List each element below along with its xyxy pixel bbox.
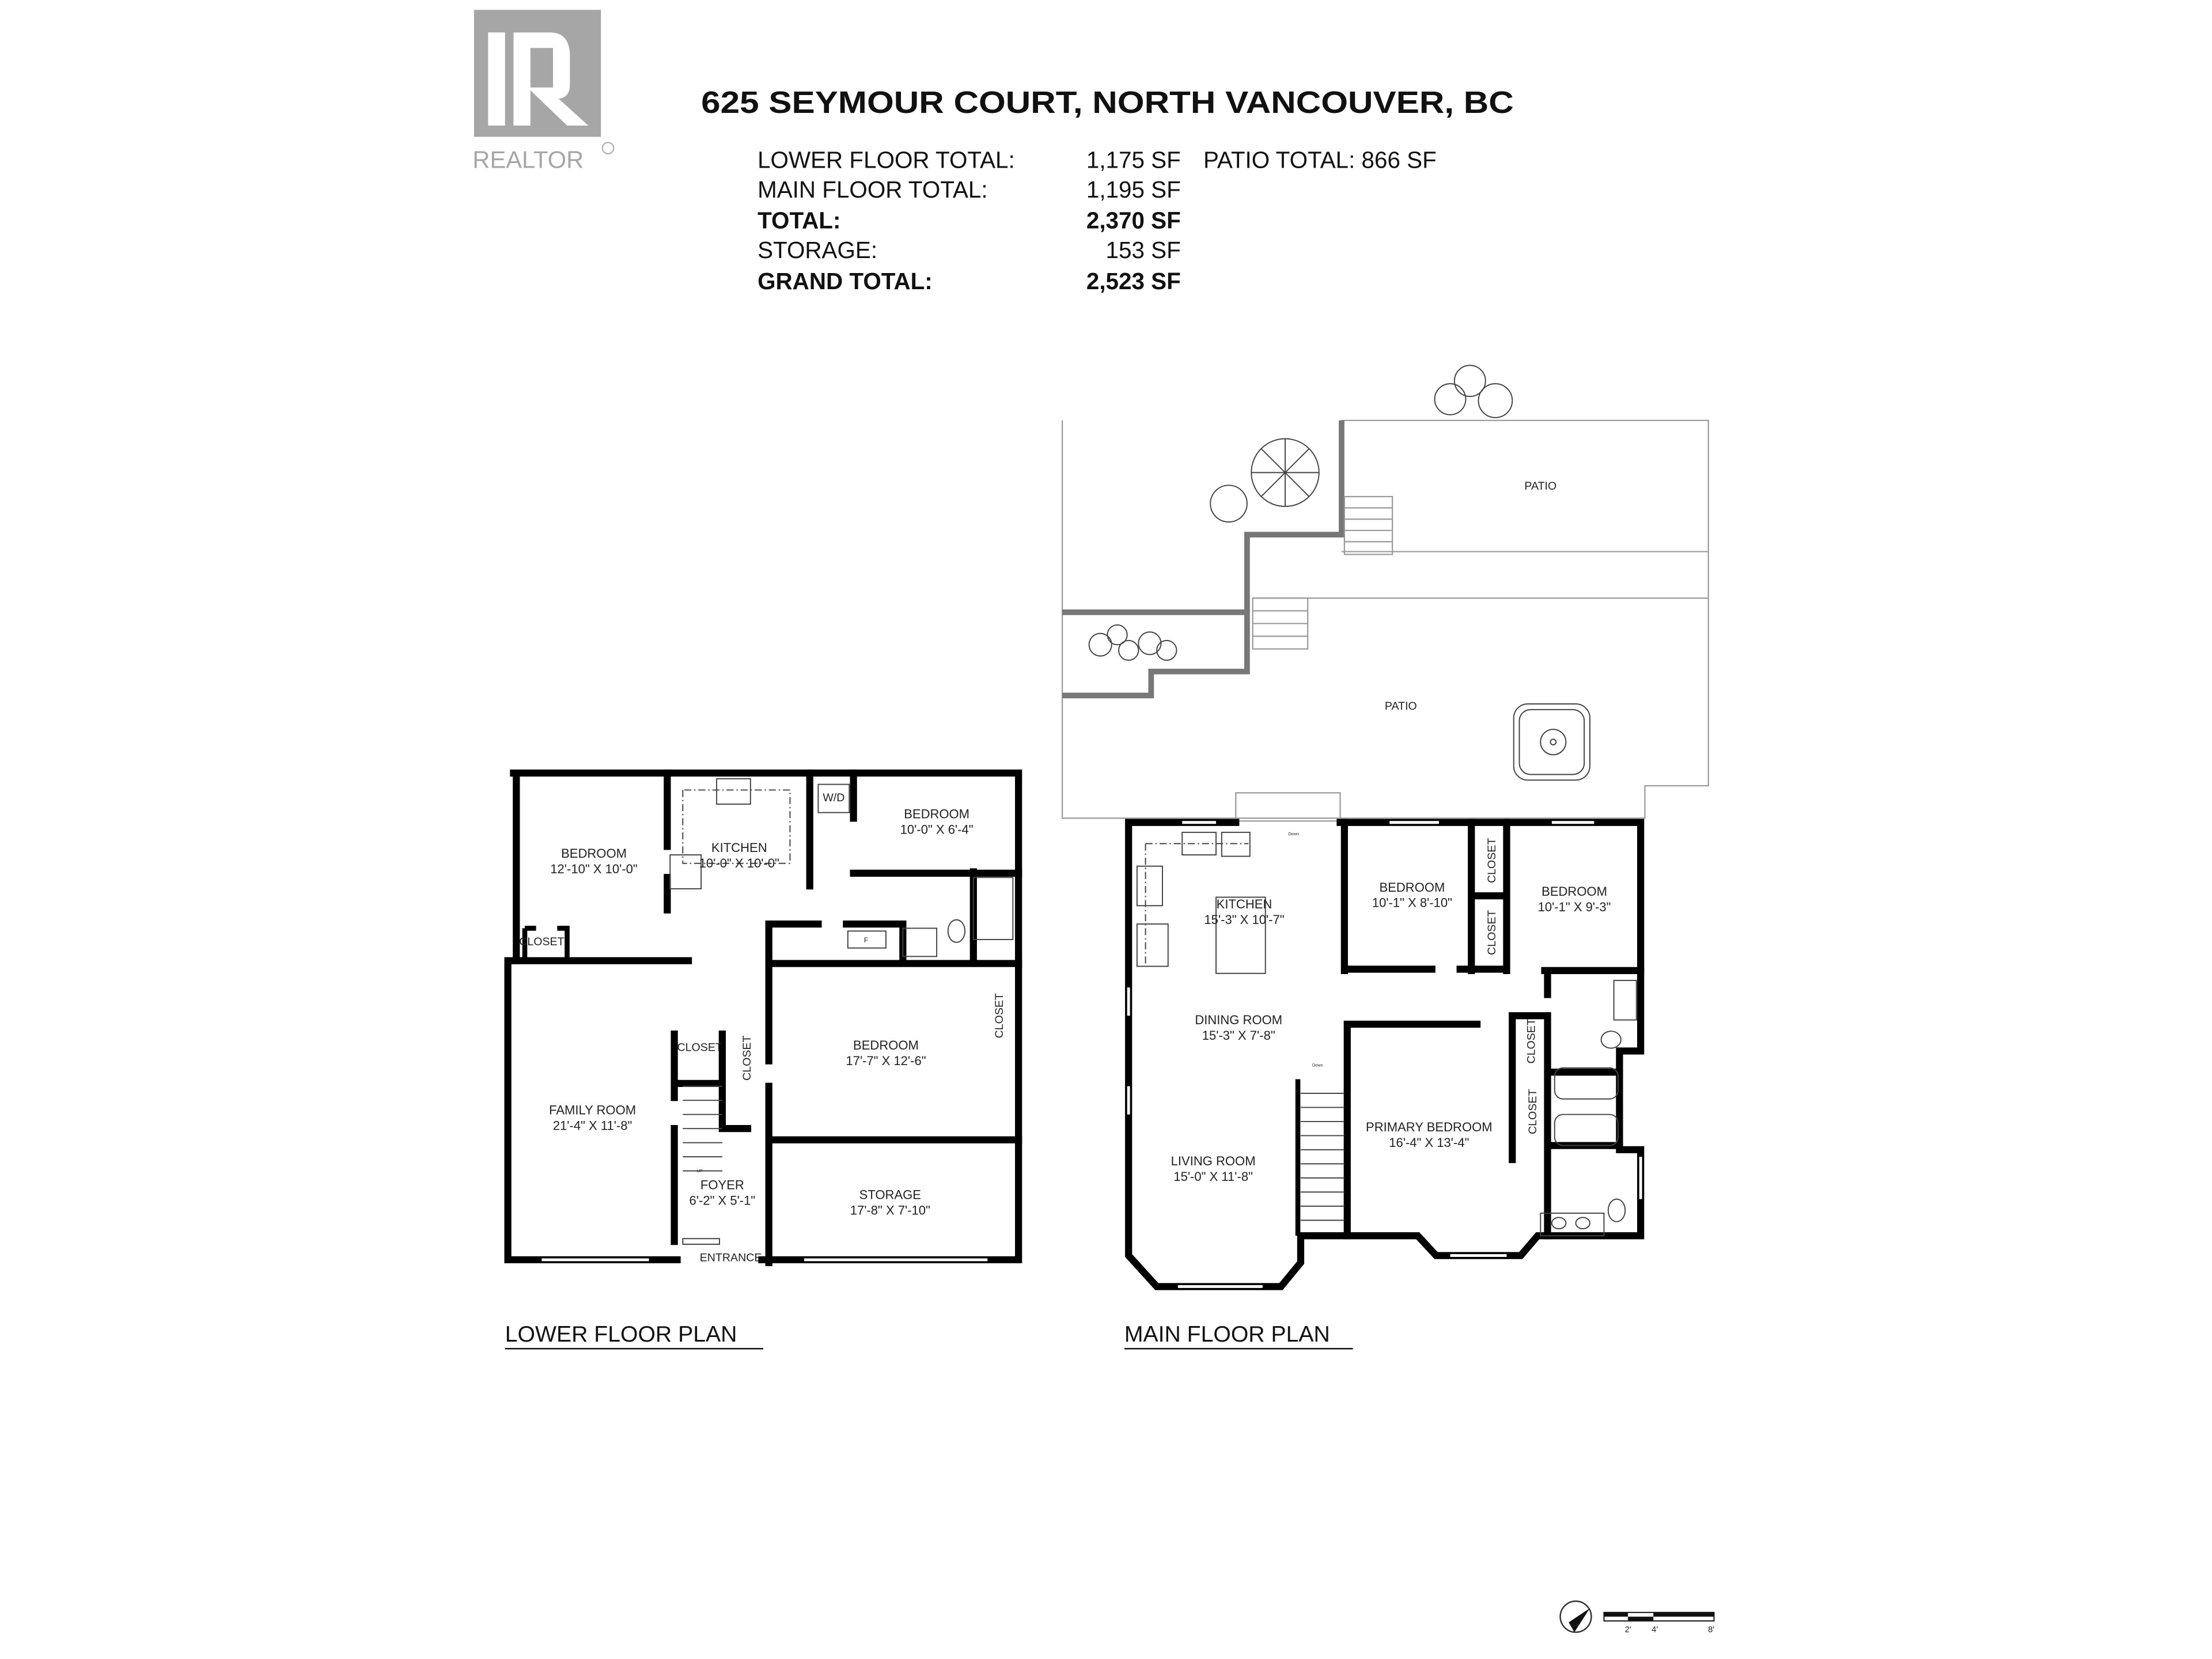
room-name: BEDROOM [904, 806, 969, 821]
patio-total: PATIO TOTAL: 866 SF [1203, 146, 1437, 173]
main-floor-plan-title: MAIN FLOOR PLAN [1124, 1322, 1330, 1347]
room-size: 21'-4" X 11'-8" [553, 1119, 632, 1133]
scale-tick: 8' [1708, 1625, 1714, 1634]
main-floor-plan: KITCHEN 15'-3" X 10'-7" DINING ROOM 15'-… [1125, 819, 1645, 1290]
area-summary: LOWER FLOOR TOTAL: 1,175 SF MAIN FLOOR T… [757, 146, 1437, 294]
tree-icon [1088, 365, 1513, 661]
stairs-down-label: Down [1288, 831, 1299, 836]
closet-label: CLOSET [741, 1036, 753, 1081]
closet-label: CLOSET [1486, 910, 1498, 955]
room-size: 15'-0" X 11'-8" [1173, 1169, 1253, 1184]
room-size: 15'-3" X 7'-8" [1202, 1028, 1275, 1043]
property-address: 625 SEYMOUR COURT, NORTH VANCOUVER, BC [701, 85, 1514, 120]
closet-label: CLOSET [1525, 1018, 1537, 1063]
closet-label: CLOSET [519, 935, 564, 948]
patio-stairs [1235, 495, 1393, 822]
room-size: 15'-3" X 10'-7" [1204, 912, 1284, 927]
room-name: KITCHEN [1217, 897, 1272, 911]
scale-tick: 4' [1652, 1625, 1658, 1634]
room-name: BEDROOM [853, 1038, 919, 1052]
closet-label: CLOSET [1486, 838, 1498, 883]
room-name: PRIMARY BEDROOM [1366, 1120, 1493, 1134]
stat-value: 2,370 SF [1086, 207, 1181, 234]
realtor-wordmark: REALTOR [472, 146, 584, 173]
closet-label: CLOSET [677, 1041, 722, 1054]
room-name: FOYER [700, 1177, 744, 1192]
patio-label: PATIO [1385, 700, 1417, 713]
compass-icon [1559, 1600, 1592, 1633]
patio-area: PATIO PATIO [1061, 365, 1709, 822]
room-size: 12'-10" X 10'-0" [550, 862, 637, 876]
patio-label: PATIO [1524, 480, 1556, 493]
room-name: STORAGE [859, 1188, 921, 1202]
stat-value: 1,195 SF [1086, 176, 1181, 203]
room-size: 10'-1" X 9'-3" [1538, 900, 1611, 914]
room-name: BEDROOM [561, 846, 627, 861]
stat-label: LOWER FLOOR TOTAL: [757, 146, 1015, 173]
room-size: 10'-0" X 10'-0" [699, 856, 779, 870]
lower-floor-plan-title: LOWER FLOOR PLAN [505, 1322, 737, 1347]
realtor-logo: REALTOR [472, 10, 615, 173]
room-size: 10'-0" X 6'-4" [900, 822, 974, 836]
stairs-down-label: Down [1312, 1062, 1323, 1067]
closet-label: CLOSET [993, 993, 1006, 1038]
washer-dryer-label: W/D [823, 791, 844, 804]
furnace-label: F [864, 936, 868, 944]
stat-value: 1,175 SF [1086, 146, 1181, 173]
stat-label: TOTAL: [757, 207, 840, 234]
stat-value: 2,523 SF [1086, 268, 1181, 294]
scale-tick: 2' [1625, 1625, 1631, 1634]
stat-label: STORAGE: [757, 237, 877, 263]
room-name: LIVING ROOM [1171, 1154, 1256, 1168]
hot-tub [1513, 703, 1590, 781]
scale-bar: 2' 4' 8' [1559, 1600, 1715, 1634]
room-size: 17'-7" X 12'-6" [846, 1054, 926, 1068]
room-size: 16'-4" X 13'-4" [1389, 1135, 1469, 1150]
room-name: BEDROOM [1380, 880, 1445, 895]
stat-label: MAIN FLOOR TOTAL: [757, 176, 988, 203]
stat-label: GRAND TOTAL: [757, 268, 933, 294]
room-name: KITCHEN [711, 840, 767, 855]
entrance-label: ENTRANCE [700, 1251, 762, 1264]
room-name: BEDROOM [1541, 884, 1607, 899]
stairs-up-label: UP [697, 1168, 703, 1173]
room-size: 17'-8" X 7'-10" [850, 1203, 930, 1218]
room-name: DINING ROOM [1195, 1013, 1282, 1027]
room-name: FAMILY ROOM [549, 1103, 636, 1118]
lower-floor-plan: BEDROOM 12'-10" X 10'-0" KITCHEN 10'-0" … [504, 769, 1022, 1266]
stat-value: 153 SF [1106, 237, 1181, 263]
closet-label: CLOSET [1527, 1089, 1539, 1134]
room-size: 6'-2" X 5'-1" [690, 1193, 756, 1207]
room-size: 10'-1" X 8'-10" [1372, 896, 1452, 910]
